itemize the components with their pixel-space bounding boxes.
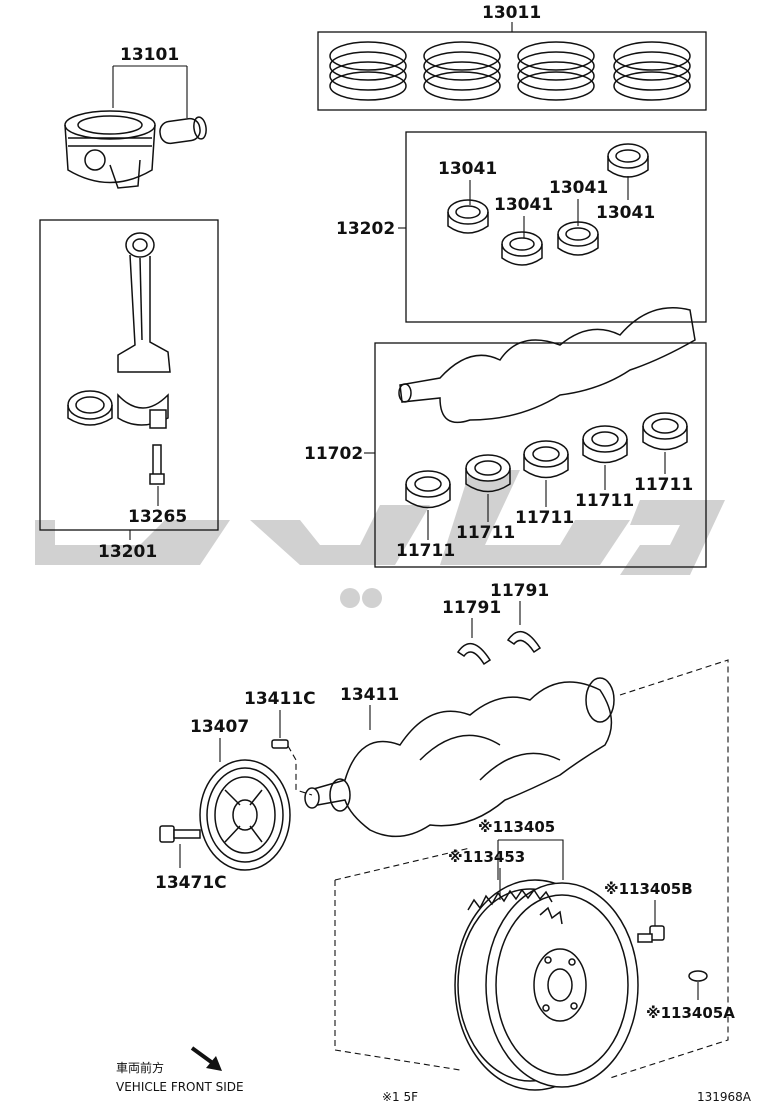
connecting-rod[interactable] <box>117 232 171 429</box>
label-piston: 13101 <box>120 45 179 65</box>
label-conrod-assy: 13201 <box>98 542 157 562</box>
flywheel[interactable] <box>454 879 639 1091</box>
label-flywheel: ※113405 <box>478 818 555 836</box>
pulley-bolt[interactable] <box>159 825 201 843</box>
rod-bearing-box <box>405 131 707 323</box>
label-main-bearing-1: 11711 <box>396 541 455 561</box>
label-rod-bearing-d: 13041 <box>596 203 655 223</box>
label-flywheel-bolt: ※113405B <box>604 880 693 898</box>
label-main-bearing-set: 11702 <box>304 444 363 464</box>
label-rod-bearing-a: 13041 <box>438 159 497 179</box>
rod-bearing-shell[interactable] <box>447 143 649 266</box>
front-direction-en: VEHICLE FRONT SIDE <box>116 1080 244 1094</box>
flywheel-pin[interactable] <box>688 970 708 982</box>
ring-gear[interactable] <box>467 888 563 925</box>
main-bearing-box <box>374 342 707 568</box>
crankshaft[interactable] <box>304 677 615 838</box>
label-rod-bearing-set: 13202 <box>336 219 395 239</box>
label-pulley: 13407 <box>190 717 249 737</box>
conrod-bolt[interactable] <box>149 444 165 485</box>
drawing-number: 131968A <box>697 1090 752 1104</box>
piston-assembly[interactable] <box>64 110 207 189</box>
main-bearing-shell[interactable] <box>405 412 688 509</box>
label-conrod-bolt: 13265 <box>128 507 187 527</box>
label-pulley-bolt: 13471C <box>155 873 227 893</box>
label-thrust-washer-a: 11791 <box>490 581 549 601</box>
piston-ring-group[interactable] <box>329 41 691 101</box>
ring-set-box <box>317 31 707 111</box>
conrod-box <box>39 219 219 531</box>
crank-key[interactable] <box>271 739 289 749</box>
label-main-bearing-3: 11711 <box>515 508 574 528</box>
footnote: ※1 5F <box>382 1090 418 1104</box>
watermark-logo <box>35 470 725 608</box>
label-crankshaft: 13411 <box>340 685 399 705</box>
label-crank-key: 13411C <box>244 689 316 709</box>
front-direction-jp: 車両前方 <box>116 1060 164 1075</box>
label-rod-bearing-b: 13041 <box>494 195 553 215</box>
label-ring-gear: ※113453 <box>448 848 525 866</box>
thrust-washer[interactable] <box>456 631 542 666</box>
flywheel-bolt[interactable] <box>637 925 665 943</box>
label-flywheel-pin: ※113405A <box>646 1004 735 1022</box>
label-main-bearing-5: 11711 <box>634 475 693 495</box>
label-rod-bearing-c: 13041 <box>549 178 608 198</box>
conrod-bearing[interactable] <box>67 390 113 426</box>
label-main-bearing-2: 11711 <box>456 523 515 543</box>
crankshaft-pulley[interactable] <box>199 759 291 871</box>
front-direction-arrow-icon <box>190 1046 222 1071</box>
label-main-bearing-4: 11711 <box>575 491 634 511</box>
label-thrust-washer-b: 11791 <box>442 598 501 618</box>
label-ring-set: 13011 <box>482 3 541 23</box>
crankshaft-ghost <box>398 307 696 424</box>
